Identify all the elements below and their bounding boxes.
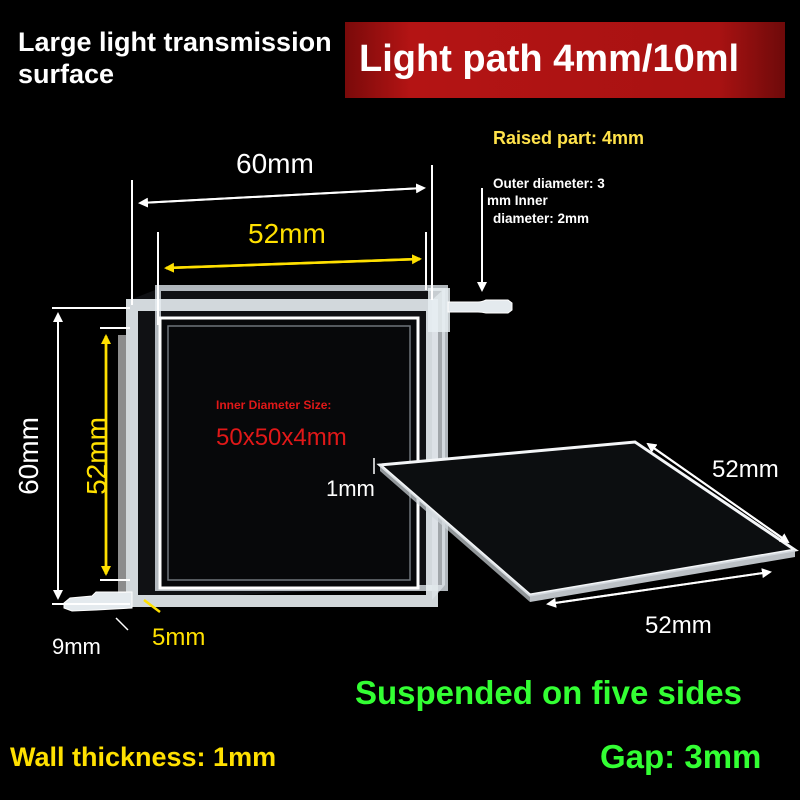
- dim-outer-width: [131, 165, 433, 305]
- cuvette-body: [63, 285, 513, 612]
- inner-size-label: Inner Diameter Size:: [216, 398, 332, 412]
- tube-offset-label: 9mm: [52, 634, 101, 659]
- outer-diameter-line3: diameter: 2mm: [493, 211, 590, 226]
- title-banner: Light path 4mm/10ml: [345, 22, 785, 98]
- suspended-label: Suspended on five sides: [355, 674, 742, 711]
- dim-plate-right: [646, 442, 790, 544]
- bottom-pointers: [115, 599, 161, 631]
- outer-diameter-line1: Outer diameter: 3: [493, 176, 605, 191]
- raised-part-label: Raised part: 4mm: [493, 128, 645, 148]
- glass-plate: [376, 440, 799, 602]
- dim-plate-bottom: [546, 568, 772, 608]
- dim-outer-height: [52, 307, 130, 605]
- wall-thickness-label: Wall thickness: 1mm: [10, 742, 277, 772]
- inner-width-label: 52mm: [248, 218, 326, 249]
- dim-inner-height: [100, 327, 130, 581]
- banner-title: Light path 4mm/10ml: [359, 38, 740, 80]
- wall-offset-label: 5mm: [152, 624, 206, 651]
- outer-width-label: 60mm: [236, 148, 314, 179]
- plate-right-label: 52mm: [712, 456, 779, 483]
- outer-diameter-line2: mm Inner: [487, 193, 548, 208]
- inner-height-label: 52mm: [80, 417, 112, 495]
- inner-size-value: 50x50x4mm: [216, 424, 347, 451]
- plate-bottom-label: 52mm: [645, 612, 712, 639]
- dim-inner-width: [157, 232, 427, 325]
- left-title: Large light transmission surface: [18, 27, 332, 89]
- gap-label: Gap: 3mm: [600, 738, 762, 775]
- plate-thickness-label: 1mm: [326, 476, 375, 501]
- outer-height-label: 60mm: [12, 417, 44, 495]
